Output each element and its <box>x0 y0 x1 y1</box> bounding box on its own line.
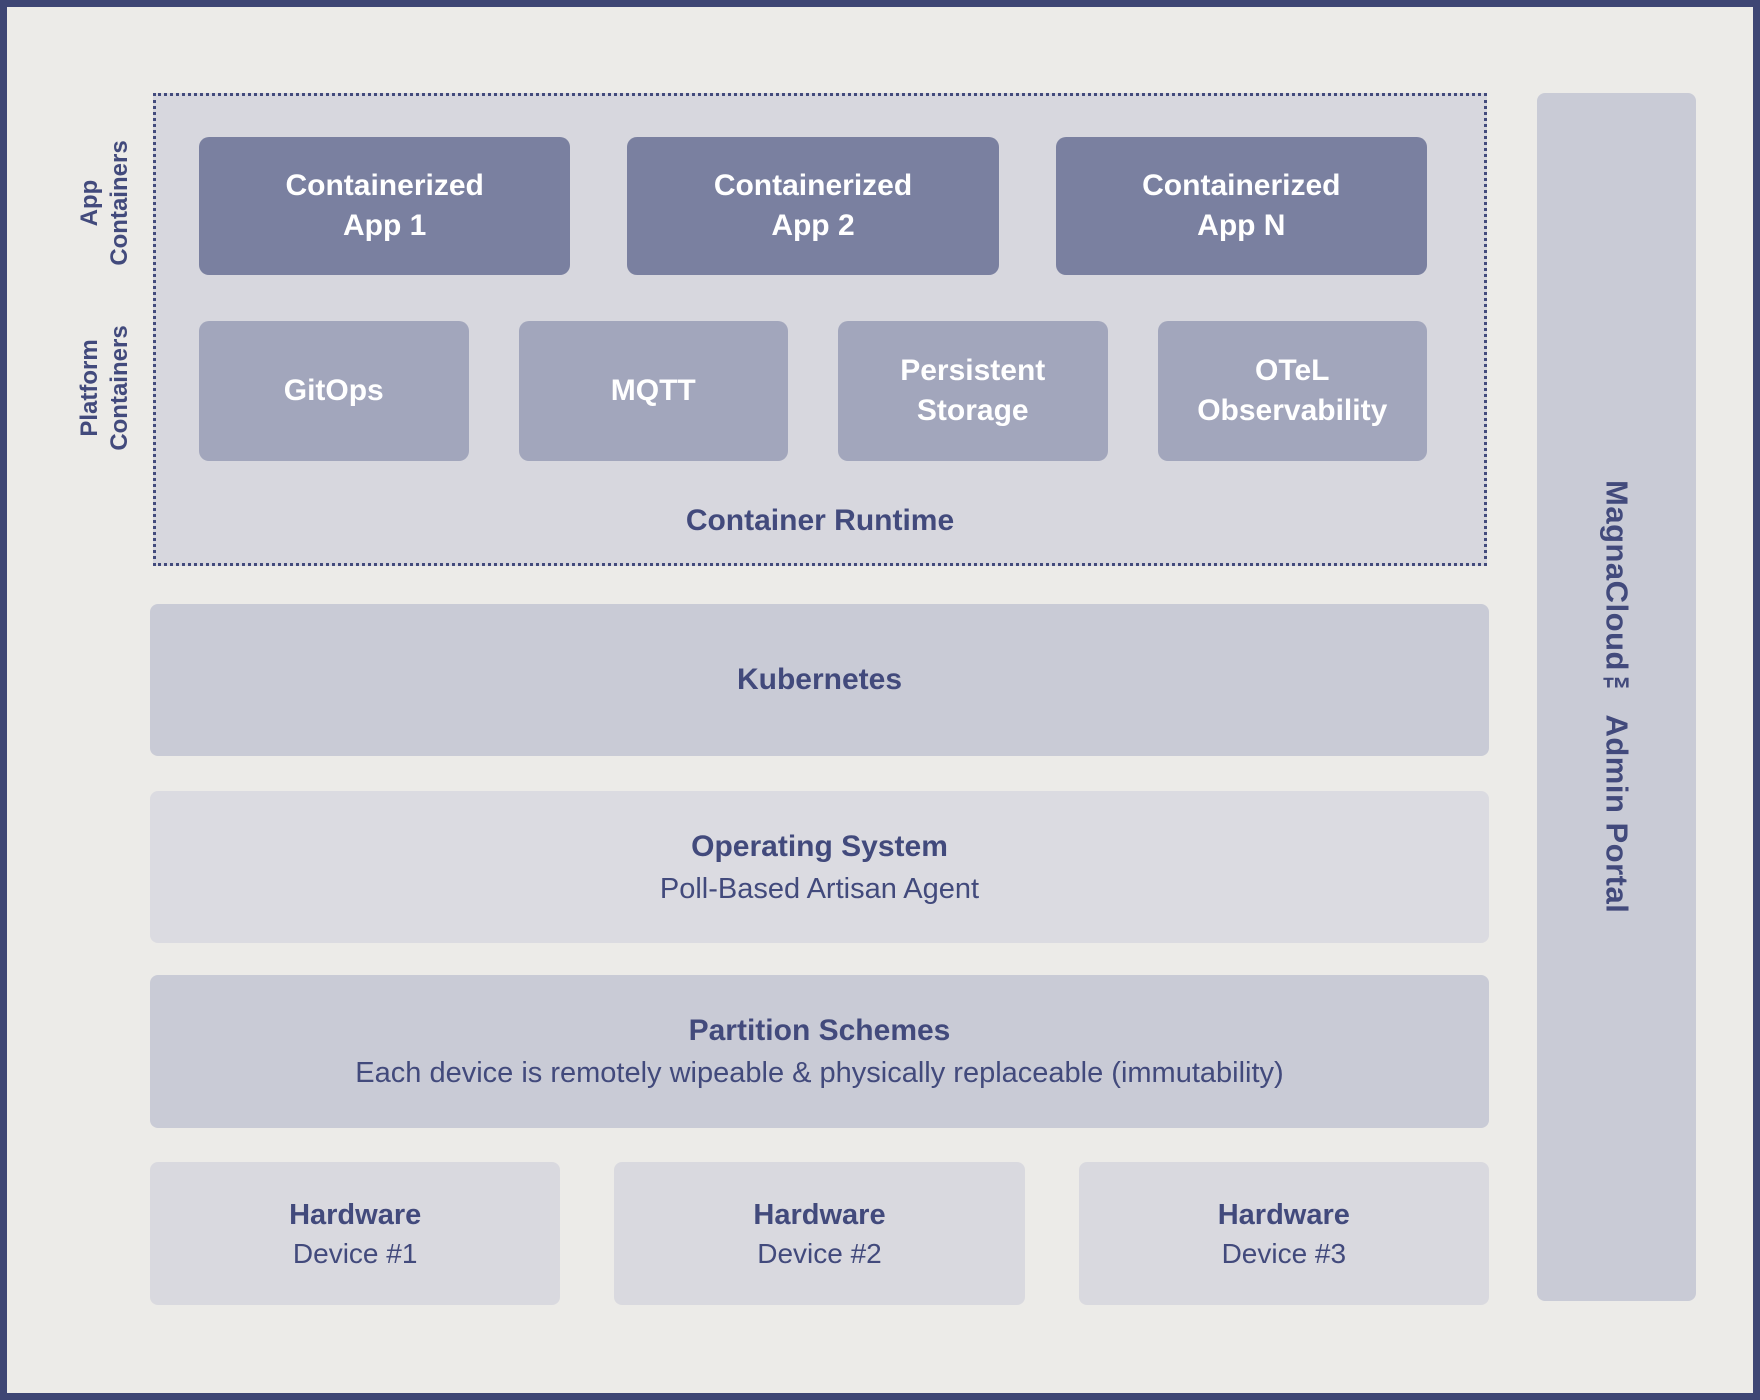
side-label-line: Platform <box>76 339 103 437</box>
hardware-title: Hardware <box>753 1198 886 1231</box>
hardware-subtitle: Device #1 <box>292 1237 418 1269</box>
layer-title: Operating System <box>691 829 948 863</box>
hardware-title: Hardware <box>1217 1198 1350 1231</box>
side-label-line: Containers <box>106 140 133 266</box>
containerized-app-1-box: Containerized App 1 <box>199 137 571 275</box>
containerized-app-n-box: Containerized App N <box>1055 137 1427 275</box>
box-label-line: Containerized <box>285 169 484 202</box>
kubernetes-layer: Kubernetes <box>150 604 1489 756</box>
box-label-line: App 2 <box>771 209 855 242</box>
containerized-app-2-box: Containerized App 2 <box>627 137 999 275</box>
gitops-box: GitOps <box>199 321 469 461</box>
otel-observability-box: OTeL Observability <box>1157 321 1427 461</box>
hardware-subtitle: Device #3 <box>1221 1237 1347 1269</box>
platform-containers-row: GitOps MQTT Persistent Storage OTeL Obse… <box>199 321 1427 461</box>
box-label-line: Containerized <box>713 169 913 202</box>
box-label-line: MQTT <box>610 374 696 407</box>
hardware-title: Hardware <box>289 1198 422 1231</box>
side-label-line: Containers <box>106 325 133 451</box>
box-label-line: App 1 <box>342 209 427 242</box>
mqtt-box: MQTT <box>518 321 788 461</box>
box-label-line: OTeL <box>1255 354 1330 387</box>
operating-system-layer: Operating System Poll-Based Artisan Agen… <box>150 791 1489 943</box>
container-runtime-label: Container Runtime <box>685 504 955 537</box>
layer-title: Kubernetes <box>736 663 903 696</box>
box-label-line: Storage <box>916 394 1029 427</box>
layer-subtitle: Each device is remotely wipeable & physi… <box>355 1057 1284 1089</box>
box-label-line: App N <box>1197 209 1286 242</box>
box-label-line: GitOps <box>283 374 384 407</box>
container-runtime-region: Containerized App 1 Containerized App 2 … <box>153 93 1487 566</box>
hardware-device-3-box: Hardware Device #3 <box>1078 1162 1489 1305</box>
app-containers-side-label: App Containers <box>75 140 135 265</box>
layer-title: Partition Schemes <box>688 1014 951 1047</box>
side-label-line: App <box>76 179 103 227</box>
hardware-device-1-box: Hardware Device #1 <box>150 1162 561 1305</box>
admin-portal-sidebar: MagnaCloud™ Admin Portal <box>1537 93 1696 1301</box>
box-label-line: Containerized <box>1142 169 1341 202</box>
platform-containers-side-label: Platform Containers <box>75 325 135 450</box>
persistent-storage-box: Persistent Storage <box>838 321 1108 461</box>
app-containers-row: Containerized App 1 Containerized App 2 … <box>199 137 1427 275</box>
admin-portal-label: MagnaCloud™ Admin Portal <box>1599 480 1635 914</box>
box-label-line: Persistent <box>900 354 1046 387</box>
box-label-line: Observability <box>1197 394 1388 427</box>
hardware-row: Hardware Device #1 Hardware Device #2 Ha… <box>150 1162 1489 1305</box>
layer-subtitle: Poll-Based Artisan Agent <box>659 872 980 905</box>
partition-schemes-layer: Partition Schemes Each device is remotel… <box>150 975 1489 1128</box>
hardware-subtitle: Device #2 <box>757 1237 882 1269</box>
hardware-device-2-box: Hardware Device #2 <box>614 1162 1025 1305</box>
